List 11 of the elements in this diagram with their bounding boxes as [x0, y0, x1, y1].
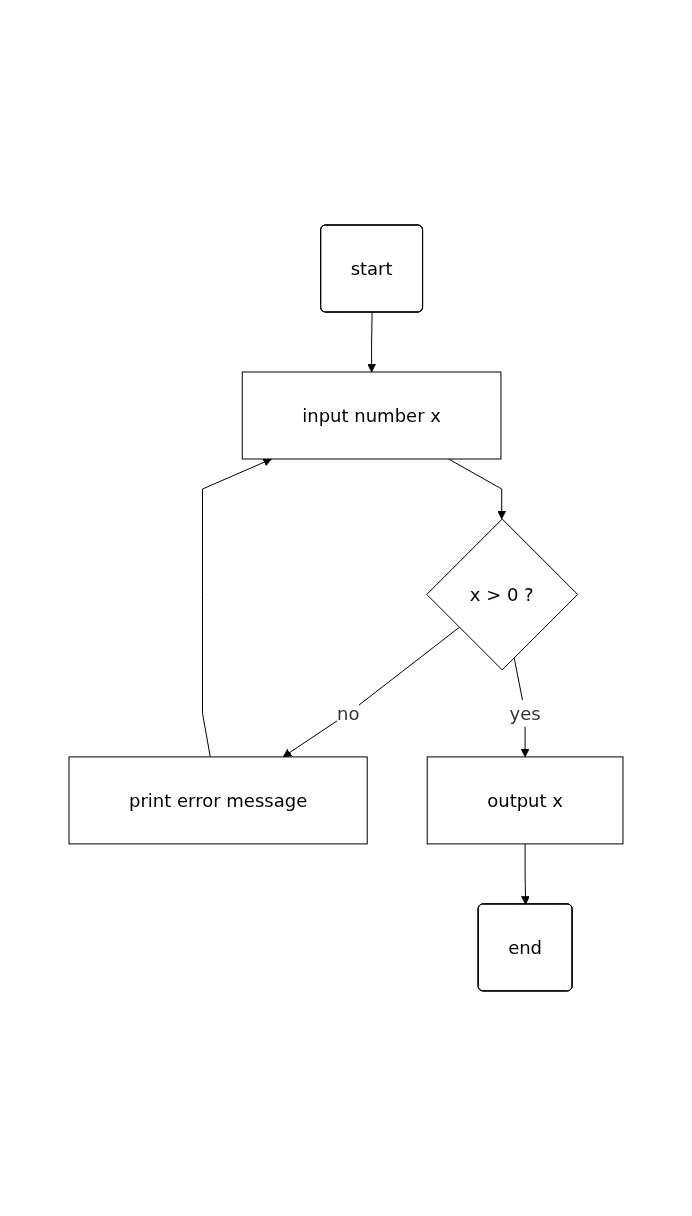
node-box: input number x	[241, 371, 502, 460]
arrow	[282, 626, 460, 758]
edge-label: yes	[509, 702, 541, 724]
arrow	[202, 458, 272, 758]
arrow	[367, 312, 376, 373]
arrow	[521, 843, 530, 905]
edge-label: no	[337, 702, 360, 724]
arrow	[448, 458, 507, 520]
node-box: output x	[426, 756, 624, 845]
node-box: print error message	[68, 756, 368, 845]
node-diamond: x > 0 ?	[426, 518, 579, 671]
